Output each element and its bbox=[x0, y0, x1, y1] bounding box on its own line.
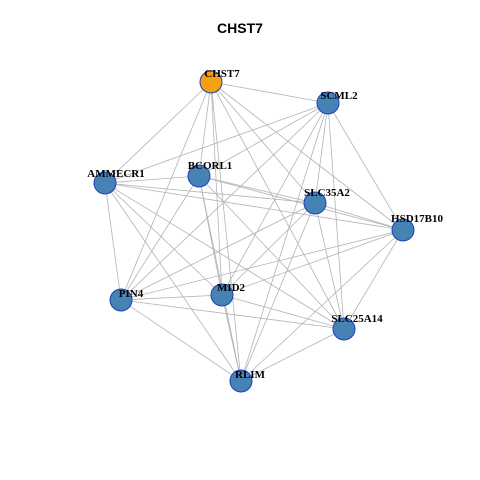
node-circle-rlim[interactable] bbox=[229, 369, 253, 393]
edge-ammecr1-hsd17b10 bbox=[104, 182, 404, 231]
node-label-mid2: MID2 bbox=[217, 282, 246, 294]
edge-bcorl1-slc35a2 bbox=[198, 175, 316, 204]
node-label-slc35a2: SLC35A2 bbox=[304, 187, 350, 199]
edge-layer bbox=[104, 81, 404, 382]
edge-pin4-rlim bbox=[120, 299, 242, 382]
node-chst7[interactable]: CHST7 bbox=[199, 68, 240, 94]
edge-slc35a2-mid2 bbox=[221, 202, 316, 296]
node-circle-scml2[interactable] bbox=[316, 91, 340, 115]
edge-chst7-rlim bbox=[210, 81, 242, 382]
edge-scml2-hsd17b10 bbox=[327, 102, 404, 231]
node-bcorl1[interactable]: BCORL1 bbox=[187, 160, 233, 188]
edge-ammecr1-slc25a14 bbox=[104, 182, 345, 330]
edge-chst7-hsd17b10 bbox=[210, 81, 404, 231]
edge-mid2-slc25a14 bbox=[221, 294, 345, 330]
edge-ammecr1-mid2 bbox=[104, 182, 223, 296]
node-label-chst7: CHST7 bbox=[204, 68, 240, 80]
edge-hsd17b10-slc25a14 bbox=[343, 229, 404, 330]
edge-bcorl1-hsd17b10 bbox=[198, 175, 404, 231]
node-circle-chst7[interactable] bbox=[199, 70, 223, 94]
edge-hsd17b10-rlim bbox=[240, 229, 404, 382]
edge-ammecr1-bcorl1 bbox=[104, 175, 200, 184]
node-label-slc25a14: SLC25A14 bbox=[331, 313, 383, 325]
edge-slc35a2-hsd17b10 bbox=[314, 202, 404, 231]
node-circle-mid2[interactable] bbox=[210, 283, 234, 307]
graph-title: CHST7 bbox=[217, 20, 263, 36]
node-scml2[interactable]: SCML2 bbox=[316, 90, 358, 115]
edge-ammecr1-slc35a2 bbox=[104, 182, 316, 204]
node-slc35a2[interactable]: SLC35A2 bbox=[303, 187, 350, 215]
node-label-ammecr1: AMMECR1 bbox=[87, 168, 144, 180]
edge-pin4-mid2 bbox=[120, 294, 223, 301]
edge-hsd17b10-mid2 bbox=[221, 229, 404, 296]
node-label-hsd17b10: HSD17B10 bbox=[391, 213, 443, 225]
edge-slc35a2-slc25a14 bbox=[314, 202, 345, 330]
edge-slc35a2-rlim bbox=[240, 202, 316, 382]
node-mid2[interactable]: MID2 bbox=[210, 282, 246, 307]
node-circle-ammecr1[interactable] bbox=[93, 171, 117, 195]
edge-ammecr1-pin4 bbox=[104, 182, 122, 301]
edge-chst7-slc35a2 bbox=[210, 81, 316, 204]
node-slc25a14[interactable]: SLC25A14 bbox=[331, 313, 383, 341]
node-circle-pin4[interactable] bbox=[109, 288, 133, 312]
node-layer: CHST7SCML2BCORL1AMMECR1SLC35A2HSD17B10PI… bbox=[87, 68, 443, 393]
edge-chst7-slc25a14 bbox=[210, 81, 345, 330]
edge-scml2-ammecr1 bbox=[104, 102, 329, 184]
node-hsd17b10[interactable]: HSD17B10 bbox=[391, 213, 443, 242]
edge-chst7-ammecr1 bbox=[104, 81, 212, 184]
node-circle-slc25a14[interactable] bbox=[332, 317, 356, 341]
edge-ammecr1-rlim bbox=[104, 182, 242, 382]
edge-chst7-scml2 bbox=[210, 81, 329, 104]
edge-bcorl1-slc25a14 bbox=[198, 175, 345, 330]
node-label-pin4: PIN4 bbox=[119, 288, 144, 300]
edge-bcorl1-rlim bbox=[198, 175, 242, 382]
node-pin4[interactable]: PIN4 bbox=[109, 288, 144, 312]
edge-chst7-mid2 bbox=[210, 81, 223, 296]
edge-mid2-rlim bbox=[221, 294, 242, 382]
edge-scml2-rlim bbox=[240, 102, 329, 382]
edge-bcorl1-pin4 bbox=[120, 175, 200, 301]
edge-scml2-bcorl1 bbox=[198, 102, 329, 177]
edge-chst7-pin4 bbox=[120, 81, 212, 301]
node-circle-hsd17b10[interactable] bbox=[391, 218, 415, 242]
node-ammecr1[interactable]: AMMECR1 bbox=[87, 168, 145, 195]
edge-slc35a2-pin4 bbox=[120, 202, 316, 301]
edge-scml2-slc35a2 bbox=[314, 102, 329, 204]
edge-hsd17b10-pin4 bbox=[120, 229, 404, 301]
edge-scml2-slc25a14 bbox=[327, 102, 345, 330]
node-label-rlim: RLIM bbox=[235, 369, 266, 381]
edge-slc25a14-rlim bbox=[240, 328, 345, 382]
node-circle-slc35a2[interactable] bbox=[303, 191, 327, 215]
node-rlim[interactable]: RLIM bbox=[229, 369, 266, 393]
node-label-scml2: SCML2 bbox=[320, 90, 358, 102]
node-circle-bcorl1[interactable] bbox=[187, 164, 211, 188]
node-label-bcorl1: BCORL1 bbox=[188, 160, 233, 172]
edge-chst7-bcorl1 bbox=[198, 81, 212, 177]
edge-pin4-slc25a14 bbox=[120, 299, 345, 330]
